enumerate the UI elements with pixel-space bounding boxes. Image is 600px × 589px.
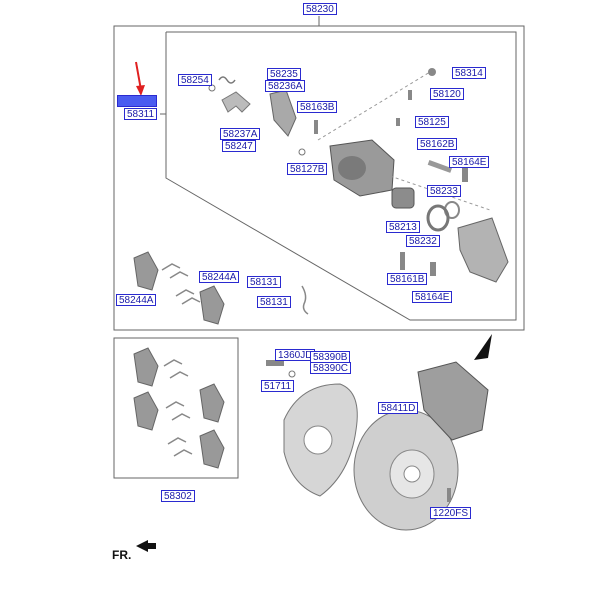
pad-clip-icon	[161, 263, 201, 305]
label-58213[interactable]: 58213	[386, 221, 420, 233]
guide-pin-icon	[427, 160, 452, 173]
parking-lever-icon	[269, 89, 297, 137]
label-58131-bottom[interactable]: 58131	[257, 296, 291, 308]
guide-line	[317, 71, 431, 141]
front-direction-label: FR.	[112, 548, 132, 562]
bolt-icon	[314, 120, 318, 134]
brake-pad-icon	[199, 285, 225, 325]
front-arrow-icon	[136, 540, 156, 552]
cap-icon	[396, 118, 400, 126]
caliper-assembly-icon	[417, 361, 489, 441]
brake-hose-icon	[474, 334, 492, 360]
wear-sensor-icon	[301, 285, 309, 315]
label-58120[interactable]: 58120	[430, 88, 464, 100]
bolt-icon	[462, 168, 468, 182]
caliper-bore-icon	[338, 156, 366, 180]
brake-pad-icon	[133, 251, 159, 291]
label-1220fs[interactable]: 1220FS	[430, 507, 472, 519]
label-58233[interactable]: 58233	[427, 185, 461, 197]
washer-icon	[298, 148, 306, 156]
bolt-icon	[447, 488, 451, 502]
label-58164e-bottom[interactable]: 58164E	[412, 291, 453, 303]
label-58232[interactable]: 58232	[406, 235, 440, 247]
label-58235[interactable]: 58235	[267, 68, 301, 80]
label-58310a[interactable]: 58310A	[117, 95, 158, 107]
bracket-icon	[221, 91, 251, 113]
label-58244a-right[interactable]: 58244A	[199, 271, 240, 283]
piston-seal-icon	[426, 204, 450, 232]
label-58162b[interactable]: 58162B	[417, 138, 458, 150]
bolt-icon	[430, 262, 436, 276]
bolt-icon	[266, 360, 284, 366]
label-58236a[interactable]: 58236A	[265, 80, 306, 92]
brake-pad-icon	[199, 429, 225, 469]
pad-clip-icon	[163, 359, 193, 457]
brake-pad-icon	[199, 383, 225, 423]
label-58161b[interactable]: 58161B	[387, 273, 428, 285]
label-58254[interactable]: 58254	[178, 74, 212, 86]
label-58390c[interactable]: 58390C	[310, 362, 352, 374]
label-58230[interactable]: 58230	[303, 3, 337, 15]
label-58131-top[interactable]: 58131	[247, 276, 281, 288]
brake-pad-icon	[133, 391, 159, 431]
label-58244a-left[interactable]: 58244A	[116, 294, 157, 306]
cap-icon	[428, 68, 436, 76]
washer-icon	[288, 370, 296, 378]
label-58164e-top[interactable]: 58164E	[449, 156, 490, 168]
label-58302[interactable]: 58302	[161, 490, 195, 502]
red-arrow-head-icon	[136, 85, 145, 96]
label-58314[interactable]: 58314	[452, 67, 486, 79]
caliper-subassembly-frame	[165, 31, 517, 321]
label-51711[interactable]: 51711	[261, 380, 295, 392]
clip-icon	[208, 84, 216, 92]
red-arrow-icon	[135, 61, 142, 91]
guide-pin-icon	[400, 252, 405, 270]
pad-kit-frame	[113, 337, 239, 479]
dust-shield-hub-icon	[303, 425, 333, 455]
label-58127b[interactable]: 58127B	[287, 163, 328, 175]
piston-icon	[391, 187, 415, 209]
brake-disc-center-icon	[403, 465, 421, 483]
caliper-carrier-icon	[457, 217, 509, 283]
label-58411d[interactable]: 58411D	[378, 402, 419, 414]
label-58247[interactable]: 58247	[222, 140, 256, 152]
label-58311[interactable]: 58311	[124, 108, 158, 120]
label-58163b[interactable]: 58163B	[297, 101, 338, 113]
label-58237a[interactable]: 58237A	[220, 128, 261, 140]
bleeder-icon	[408, 90, 412, 100]
spring-icon	[218, 76, 236, 84]
brake-pad-icon	[133, 347, 159, 387]
label-58125[interactable]: 58125	[415, 116, 449, 128]
